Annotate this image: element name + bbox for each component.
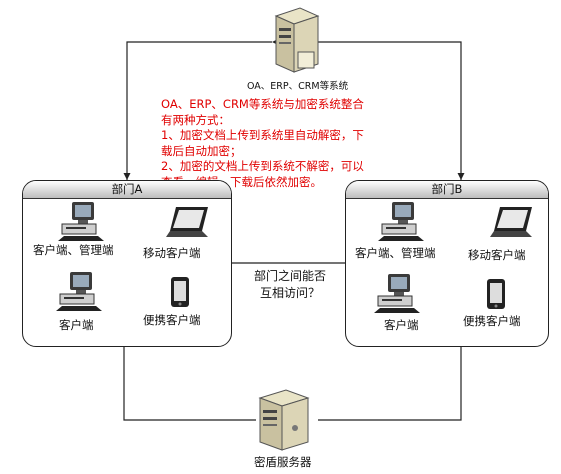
integration-notes: OA、ERP、CRM等系统与加密系统整合有两种方式： 1、加密文档上传到系统里自…	[161, 97, 373, 190]
server-icon	[254, 388, 314, 458]
dept-b-laptop-label: 移动客户端	[468, 248, 526, 262]
bottom-server-label: 密盾服务器	[254, 455, 312, 469]
dept-a-handheld-label: 便携客户端	[143, 313, 201, 327]
desktop-computer-icon	[378, 200, 428, 246]
link-dept-a-bottom	[123, 346, 256, 421]
laptop-icon	[490, 205, 534, 249]
question-line-1: 部门之间能否	[253, 269, 326, 283]
desktop-computer-icon	[374, 272, 424, 318]
link-server-dept-a	[123, 38, 280, 180]
question-line-2: 互相访问？	[259, 286, 320, 300]
server-icon	[268, 6, 326, 82]
access-question: 部门之间能否 互相访问？	[240, 268, 340, 302]
dept-b-handheld-label: 便携客户端	[463, 314, 521, 328]
department-a-panel: 部门A	[22, 180, 232, 347]
dept-a-client-label: 客户端	[59, 318, 94, 332]
dept-a-desktop-label: 客户端、管理端	[33, 243, 114, 257]
dept-b-client-label: 客户端	[384, 318, 419, 332]
desktop-computer-icon	[56, 270, 106, 316]
dept-a-laptop-label: 移动客户端	[143, 246, 201, 260]
link-dept-b-bottom	[318, 346, 462, 421]
department-a-title: 部门A	[23, 181, 231, 199]
link-server-dept-b	[302, 38, 465, 180]
handheld-device-icon	[484, 277, 508, 315]
top-server-label: OA、ERP、CRM等系统	[247, 81, 349, 92]
department-b-title: 部门B	[346, 181, 548, 199]
dept-b-desktop-label: 客户端、管理端	[355, 246, 436, 260]
note-line-1: OA、ERP、CRM等系统与加密系统整合有两种方式：	[161, 97, 364, 127]
note-line-2: 1、加密文档上传到系统里自动解密，下载后自动加密；	[161, 128, 364, 158]
desktop-computer-icon	[58, 200, 108, 246]
handheld-device-icon	[168, 275, 192, 313]
laptop-icon	[166, 205, 210, 249]
